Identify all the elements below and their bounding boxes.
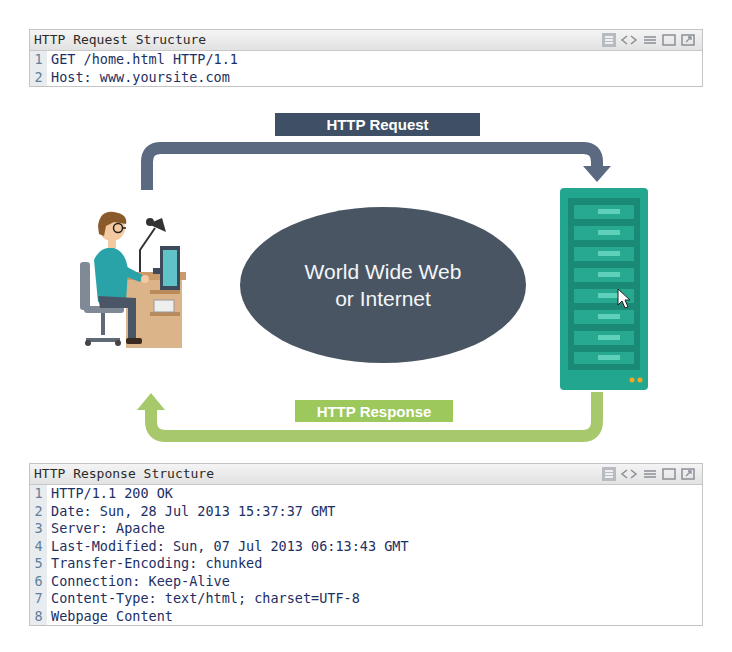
- line-number: 2: [30, 503, 47, 521]
- toolbar-icon: [663, 469, 675, 479]
- panel-title-bar: HTTP Request Structure: [30, 30, 702, 51]
- toolbar-icon: [605, 37, 613, 43]
- mouse-cursor: [618, 289, 630, 308]
- code-line: 2Host: www.yoursite.com: [30, 69, 702, 87]
- code-line: 3Server: Apache: [30, 520, 702, 538]
- ellipse-label: World Wide Web or Internet: [297, 258, 469, 312]
- code-line: 6Connection: Keep-Alive: [30, 573, 702, 591]
- code-line: 7Content-Type: text/html; charset=UTF-8: [30, 590, 702, 608]
- line-number: 1: [30, 51, 47, 69]
- person-at-desk: [80, 212, 186, 348]
- toolbar-icon: [682, 469, 694, 479]
- code-text: Server: Apache: [47, 520, 165, 538]
- toolbar-icons: [602, 33, 698, 47]
- code-text: GET /home.html HTTP/1.1: [47, 51, 238, 69]
- code-text: Connection: Keep-Alive: [47, 573, 230, 591]
- toolbar-icon: [686, 471, 691, 476]
- code-line: 1GET /home.html HTTP/1.1: [30, 51, 702, 69]
- toolbar-icon: [602, 467, 616, 481]
- panel-title: HTTP Response Structure: [34, 466, 214, 481]
- ellipse-fill: [240, 207, 526, 363]
- code-text: Host: www.yoursite.com: [47, 69, 230, 87]
- request-arrow: [147, 148, 597, 190]
- toolbar-icon: [602, 33, 616, 47]
- code-text: HTTP/1.1 200 OK: [47, 485, 173, 503]
- line-number: 3: [30, 520, 47, 538]
- toolbar-icon: [644, 471, 656, 477]
- code-panel: HTTP Response Structure 1HTTP/1.1 200 OK2…: [29, 463, 703, 626]
- band-label: HTTP Response: [317, 403, 432, 420]
- toolbar-icon: [622, 470, 636, 478]
- line-number: 5: [30, 555, 47, 573]
- line-number: 4: [30, 538, 47, 556]
- code-text: Last-Modified: Sun, 07 Jul 2013 06:13:43…: [47, 538, 409, 556]
- toolbar-icons: [602, 467, 698, 481]
- line-number: 6: [30, 573, 47, 591]
- code-text: Date: Sun, 28 Jul 2013 15:37:37 GMT: [47, 503, 335, 521]
- toolbar-icon: [644, 37, 656, 43]
- line-number: 8: [30, 608, 47, 626]
- ellipse-shape: [240, 207, 526, 363]
- panel-title-bar: HTTP Response Structure: [30, 464, 702, 485]
- arrow-head: [137, 393, 165, 410]
- code-text: Content-Type: text/html; charset=UTF-8: [47, 590, 360, 608]
- code-line: 5Transfer-Encoding: chunked: [30, 555, 702, 573]
- label-band: HTTP Request: [275, 113, 480, 136]
- toolbar-icon: [622, 36, 636, 44]
- response-arrow: [151, 392, 597, 436]
- code-line: 8Webpage Content: [30, 608, 702, 626]
- line-number: 7: [30, 590, 47, 608]
- network-ellipse: World Wide Web or Internet: [240, 207, 526, 363]
- code-panel: HTTP Request Structure 1GET /home.html HT…: [29, 29, 703, 87]
- code-line: 1HTTP/1.1 200 OK: [30, 485, 702, 503]
- code-line: 4Last-Modified: Sun, 07 Jul 2013 06:13:4…: [30, 538, 702, 556]
- toolbar-icon: [663, 35, 675, 45]
- toolbar-icon: [682, 35, 694, 45]
- code-text: Webpage Content: [47, 608, 173, 626]
- toolbar-icon: [686, 37, 691, 42]
- line-number: 2: [30, 69, 47, 87]
- server-icon: [560, 188, 648, 390]
- code-text: Transfer-Encoding: chunked: [47, 555, 262, 573]
- toolbar-icon: [605, 471, 613, 477]
- arrow-head: [583, 166, 611, 182]
- line-number: 1: [30, 485, 47, 503]
- panel-title: HTTP Request Structure: [34, 32, 206, 47]
- code-line: 2Date: Sun, 28 Jul 2013 15:37:37 GMT: [30, 503, 702, 521]
- band-label: HTTP Request: [326, 116, 428, 133]
- label-band: HTTP Response: [295, 400, 453, 422]
